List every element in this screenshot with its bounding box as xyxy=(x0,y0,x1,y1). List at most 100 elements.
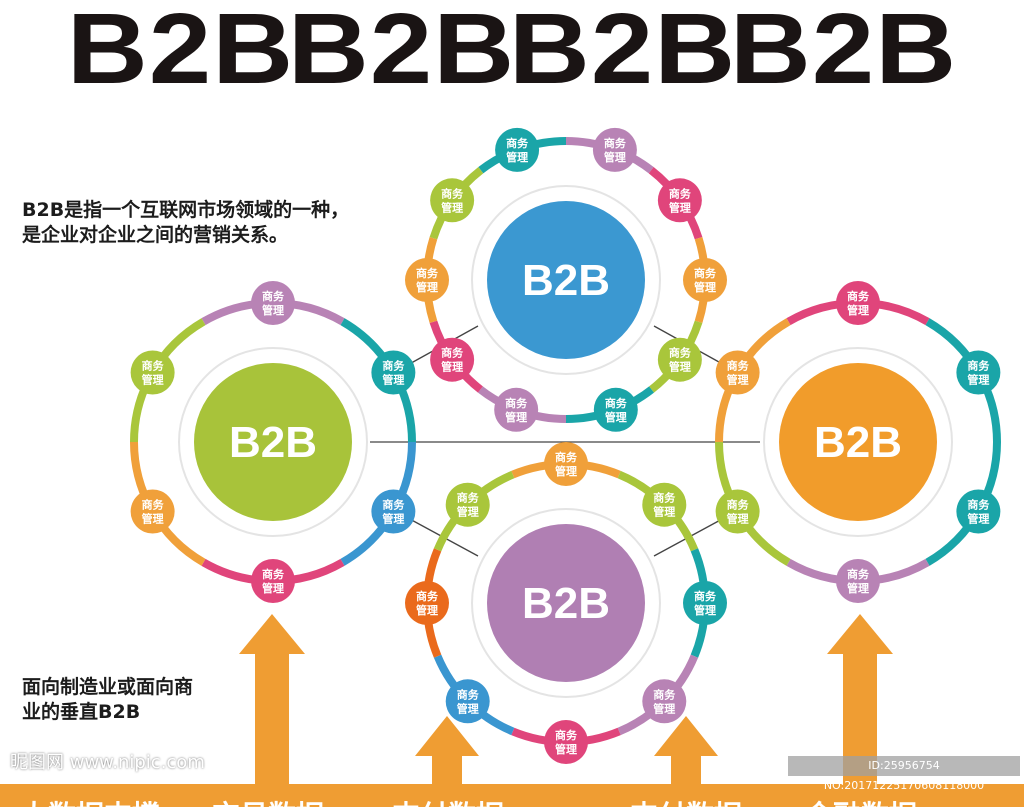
node-label: 商务 xyxy=(441,346,464,360)
node-label: 商务 xyxy=(555,450,578,464)
vertical-note: 面向制造业或面向商 业的垂直B2B xyxy=(22,675,193,725)
node-label: 管理 xyxy=(653,701,675,715)
node-label: 商务 xyxy=(694,589,717,603)
node-circle xyxy=(657,178,702,223)
node-circle xyxy=(683,258,727,302)
node-label: 商务 xyxy=(653,687,676,701)
node-label: 管理 xyxy=(694,280,716,294)
up-arrow-icon xyxy=(239,614,305,790)
bar-label: 金融数据 xyxy=(805,794,917,807)
bottom-bar: 大数据支撑 交易数据 支付数据 支付数据 金融数据 xyxy=(0,784,1024,807)
node-label: 商务 xyxy=(967,498,990,512)
center-label: B2B xyxy=(814,418,902,467)
node-circle xyxy=(445,679,490,724)
node-label: 商务 xyxy=(416,589,439,603)
node-label: 管理 xyxy=(457,701,479,715)
title-word: B2B xyxy=(66,0,295,105)
node-label: 管理 xyxy=(382,373,404,387)
node-circle xyxy=(130,350,175,395)
node-circle xyxy=(592,127,637,172)
node-circle xyxy=(544,442,588,486)
node-label: 管理 xyxy=(142,373,164,387)
hub-top: B2B商务管理商务管理商务管理商务管理商务管理商务管理商务管理商务管理商务管理商… xyxy=(405,127,727,432)
center-label: B2B xyxy=(522,579,610,628)
node-label: 管理 xyxy=(262,581,284,595)
node-circle xyxy=(430,178,475,223)
node-circle xyxy=(494,387,539,432)
node-label: 管理 xyxy=(967,512,989,526)
node-label: 管理 xyxy=(694,603,716,617)
node-label: 商务 xyxy=(382,359,405,373)
node-label: 管理 xyxy=(727,373,749,387)
node-label: 管理 xyxy=(382,512,404,526)
node-label: 管理 xyxy=(262,303,284,317)
node-label: 商务 xyxy=(457,491,480,505)
node-label: 商务 xyxy=(262,567,285,581)
node-circle xyxy=(251,559,295,603)
node-circle xyxy=(836,281,880,325)
node-label: 商务 xyxy=(727,498,750,512)
bar-label: 支付数据 xyxy=(392,794,504,807)
node-label: 管理 xyxy=(669,360,691,374)
node-label: 管理 xyxy=(457,505,479,519)
node-label: 管理 xyxy=(727,512,749,526)
up-arrow-icon xyxy=(827,614,893,790)
node-label: 管理 xyxy=(142,512,164,526)
node-label: 商务 xyxy=(847,567,870,581)
node-label: 商务 xyxy=(382,498,405,512)
node-label: 管理 xyxy=(441,360,463,374)
up-arrow-icon xyxy=(654,716,718,790)
title-word: B2B xyxy=(508,0,737,105)
node-circle xyxy=(130,489,175,534)
center-label: B2B xyxy=(522,256,610,305)
node-label: 商务 xyxy=(604,136,627,150)
node-circle xyxy=(405,581,449,625)
node-label: 商务 xyxy=(694,266,717,280)
node-label: 管理 xyxy=(555,464,577,478)
node-label: 管理 xyxy=(555,742,577,756)
note-line: 面向制造业或面向商 xyxy=(22,676,194,698)
bar-label: 大数据支撑 xyxy=(20,794,160,807)
node-label: 管理 xyxy=(505,410,527,424)
title-word: B2B xyxy=(729,0,958,105)
node-label: 管理 xyxy=(604,150,626,164)
node-circle xyxy=(956,489,1001,534)
page-title: B2BB2BB2BB2B xyxy=(0,0,1024,107)
node-circle xyxy=(683,581,727,625)
intro-text: B2B是指一个互联网市场领域的一种， 是企业对企业之间的营销关系。 xyxy=(22,198,349,248)
node-label: 管理 xyxy=(669,200,691,214)
node-label: 商务 xyxy=(457,687,480,701)
center-circle xyxy=(487,201,645,359)
node-circle xyxy=(715,489,760,534)
title-word: B2B xyxy=(287,0,516,105)
watermark-left: 昵图网 www.nipic.com xyxy=(10,752,205,773)
node-label: 商务 xyxy=(441,186,464,200)
